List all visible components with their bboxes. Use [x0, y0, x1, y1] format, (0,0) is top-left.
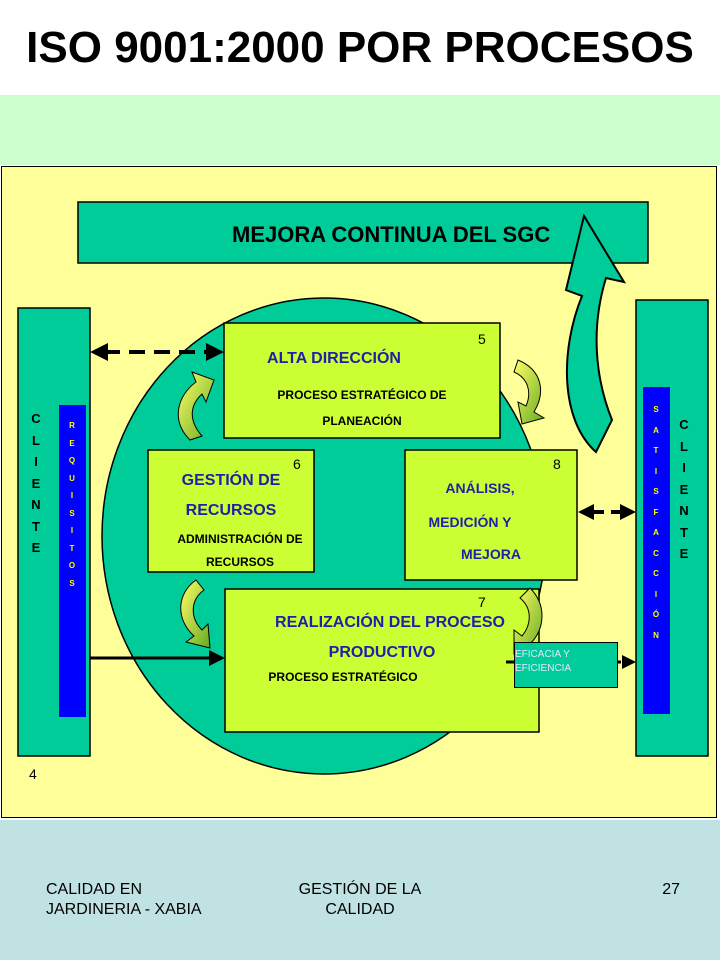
requisitos-letter: U — [69, 473, 75, 483]
cliente-letter: E — [31, 475, 41, 491]
analisis-box — [404, 449, 578, 581]
cliente-letter: E — [679, 546, 689, 561]
slide-title: ISO 9001:2000 POR PROCESOS — [0, 0, 720, 95]
arrow-head-right-icon — [622, 655, 636, 669]
requisitos-letter: I — [70, 491, 74, 500]
footer-course: CALIDAD EN JARDINERIA - XABIA — [46, 881, 202, 918]
cliente-left-label: C L I E N T E — [20, 408, 52, 559]
eficacia-box: EFICACIA Y EFICIENCIA — [514, 642, 618, 688]
realizacion-title: REALIZACIÓN DEL PROCESO — [275, 614, 505, 631]
analisis-label-3: MEJORA — [461, 546, 521, 562]
curved-arrow-icon — [180, 579, 211, 649]
requisitos-letter: Q — [68, 456, 76, 465]
satisfaccion-letter: T — [653, 446, 659, 455]
alta-direccion-subtitle: PROCESO ESTRATÉGICO DE — [277, 388, 447, 402]
mejora-curl-arrow-icon — [564, 213, 627, 454]
cliente-letter: C — [31, 411, 41, 426]
satisfaccion-letter: F — [653, 507, 659, 517]
requisitos-letter: E — [69, 438, 75, 448]
cliente-letter: E — [679, 481, 689, 497]
arrow-head-right-icon — [206, 343, 224, 361]
curved-arrow-icon — [513, 359, 546, 425]
alta-direccion-box — [223, 322, 501, 439]
realizacion-box — [224, 588, 540, 733]
requisitos-letter: O — [68, 561, 76, 570]
cliente-letter: N — [31, 497, 41, 512]
arrow-head-right-icon — [620, 504, 636, 520]
satisfaccion-letter: S — [653, 487, 659, 496]
satisfaccion-bar — [643, 387, 670, 714]
cliente-letter: I — [682, 460, 686, 475]
eficacia-label: EFICACIA Y — [515, 649, 570, 660]
gestion-recursos-title-2: RECURSOS — [185, 502, 277, 519]
realizacion-subtitle: PROCESO ESTRATÉGICO — [268, 670, 418, 684]
arrow-head-left-icon — [578, 504, 594, 520]
satisfaccion-letter: Ó — [652, 610, 660, 619]
requisitos-letter: T — [69, 543, 75, 553]
satisfaccion-letter: I — [654, 466, 658, 476]
cliente-letter: I — [34, 454, 38, 469]
gestion-recursos-subtitle: ADMINISTRACIÓN DE — [177, 532, 303, 546]
eficiencia-label: EFICIENCIA — [515, 663, 572, 674]
process-number-5: 5 — [478, 331, 486, 347]
curved-arrow-icon — [177, 371, 215, 441]
arrow-head-left-icon — [90, 343, 108, 361]
gestion-recursos-title: GESTIÓN DE — [181, 472, 281, 489]
gestion-recursos-box — [147, 449, 315, 573]
satisfaccion-label: S A T I S F A C C I Ó N — [643, 400, 669, 646]
process-number-8: 8 — [553, 456, 561, 472]
requisitos-label: R E Q U I S I T O S — [59, 417, 85, 592]
requisitos-letter: I — [70, 526, 74, 535]
satisfaccion-letter: N — [653, 630, 659, 640]
cliente-letter: T — [680, 524, 688, 540]
cliente-letter: T — [32, 518, 40, 534]
alta-direccion-subtitle-2: PLANEACIÓN — [322, 414, 402, 428]
satisfaccion-letter: C — [653, 569, 659, 578]
cliente-letter: L — [680, 438, 688, 454]
requisitos-letter: S — [69, 578, 75, 588]
analisis-label-1: ANÁLISIS, — [445, 480, 515, 496]
realizacion-title-2: PRODUCTIVO — [328, 644, 436, 661]
process-number-7: 7 — [478, 594, 486, 610]
gestion-recursos-subtitle-2: RECURSOS — [205, 555, 274, 569]
page-number: 27 — [662, 881, 680, 898]
header-band — [0, 95, 720, 165]
footer-subject: GESTIÓN DE LA CALIDAD — [298, 881, 422, 918]
cliente-right-label: C L I E N T E — [668, 414, 700, 565]
cliente-letter: L — [32, 432, 40, 448]
footer-band — [0, 820, 720, 960]
requisitos-letter: S — [69, 508, 75, 518]
satisfaccion-letter: C — [653, 548, 659, 558]
satisfaccion-letter: I — [654, 589, 658, 599]
process-number-4: 4 — [29, 766, 37, 782]
cliente-letter: C — [679, 417, 689, 432]
satisfaccion-letter: A — [653, 528, 659, 537]
requisitos-bar — [59, 405, 86, 717]
arrow-head-right-icon — [209, 650, 225, 666]
process-number-6: 6 — [293, 456, 301, 472]
cliente-letter: N — [679, 503, 689, 518]
mejora-continua-label: MEJORA CONTINUA DEL SGC — [232, 222, 551, 247]
mejora-continua-box — [77, 201, 649, 264]
analisis-label-2: MEDICIÓN Y — [428, 514, 512, 530]
cliente-letter: E — [31, 540, 41, 555]
requisitos-letter: R — [69, 421, 75, 430]
satisfaccion-letter: S — [653, 405, 659, 414]
alta-direccion-title: ALTA DIRECCIÓN — [267, 350, 401, 367]
satisfaccion-letter: A — [653, 425, 659, 435]
